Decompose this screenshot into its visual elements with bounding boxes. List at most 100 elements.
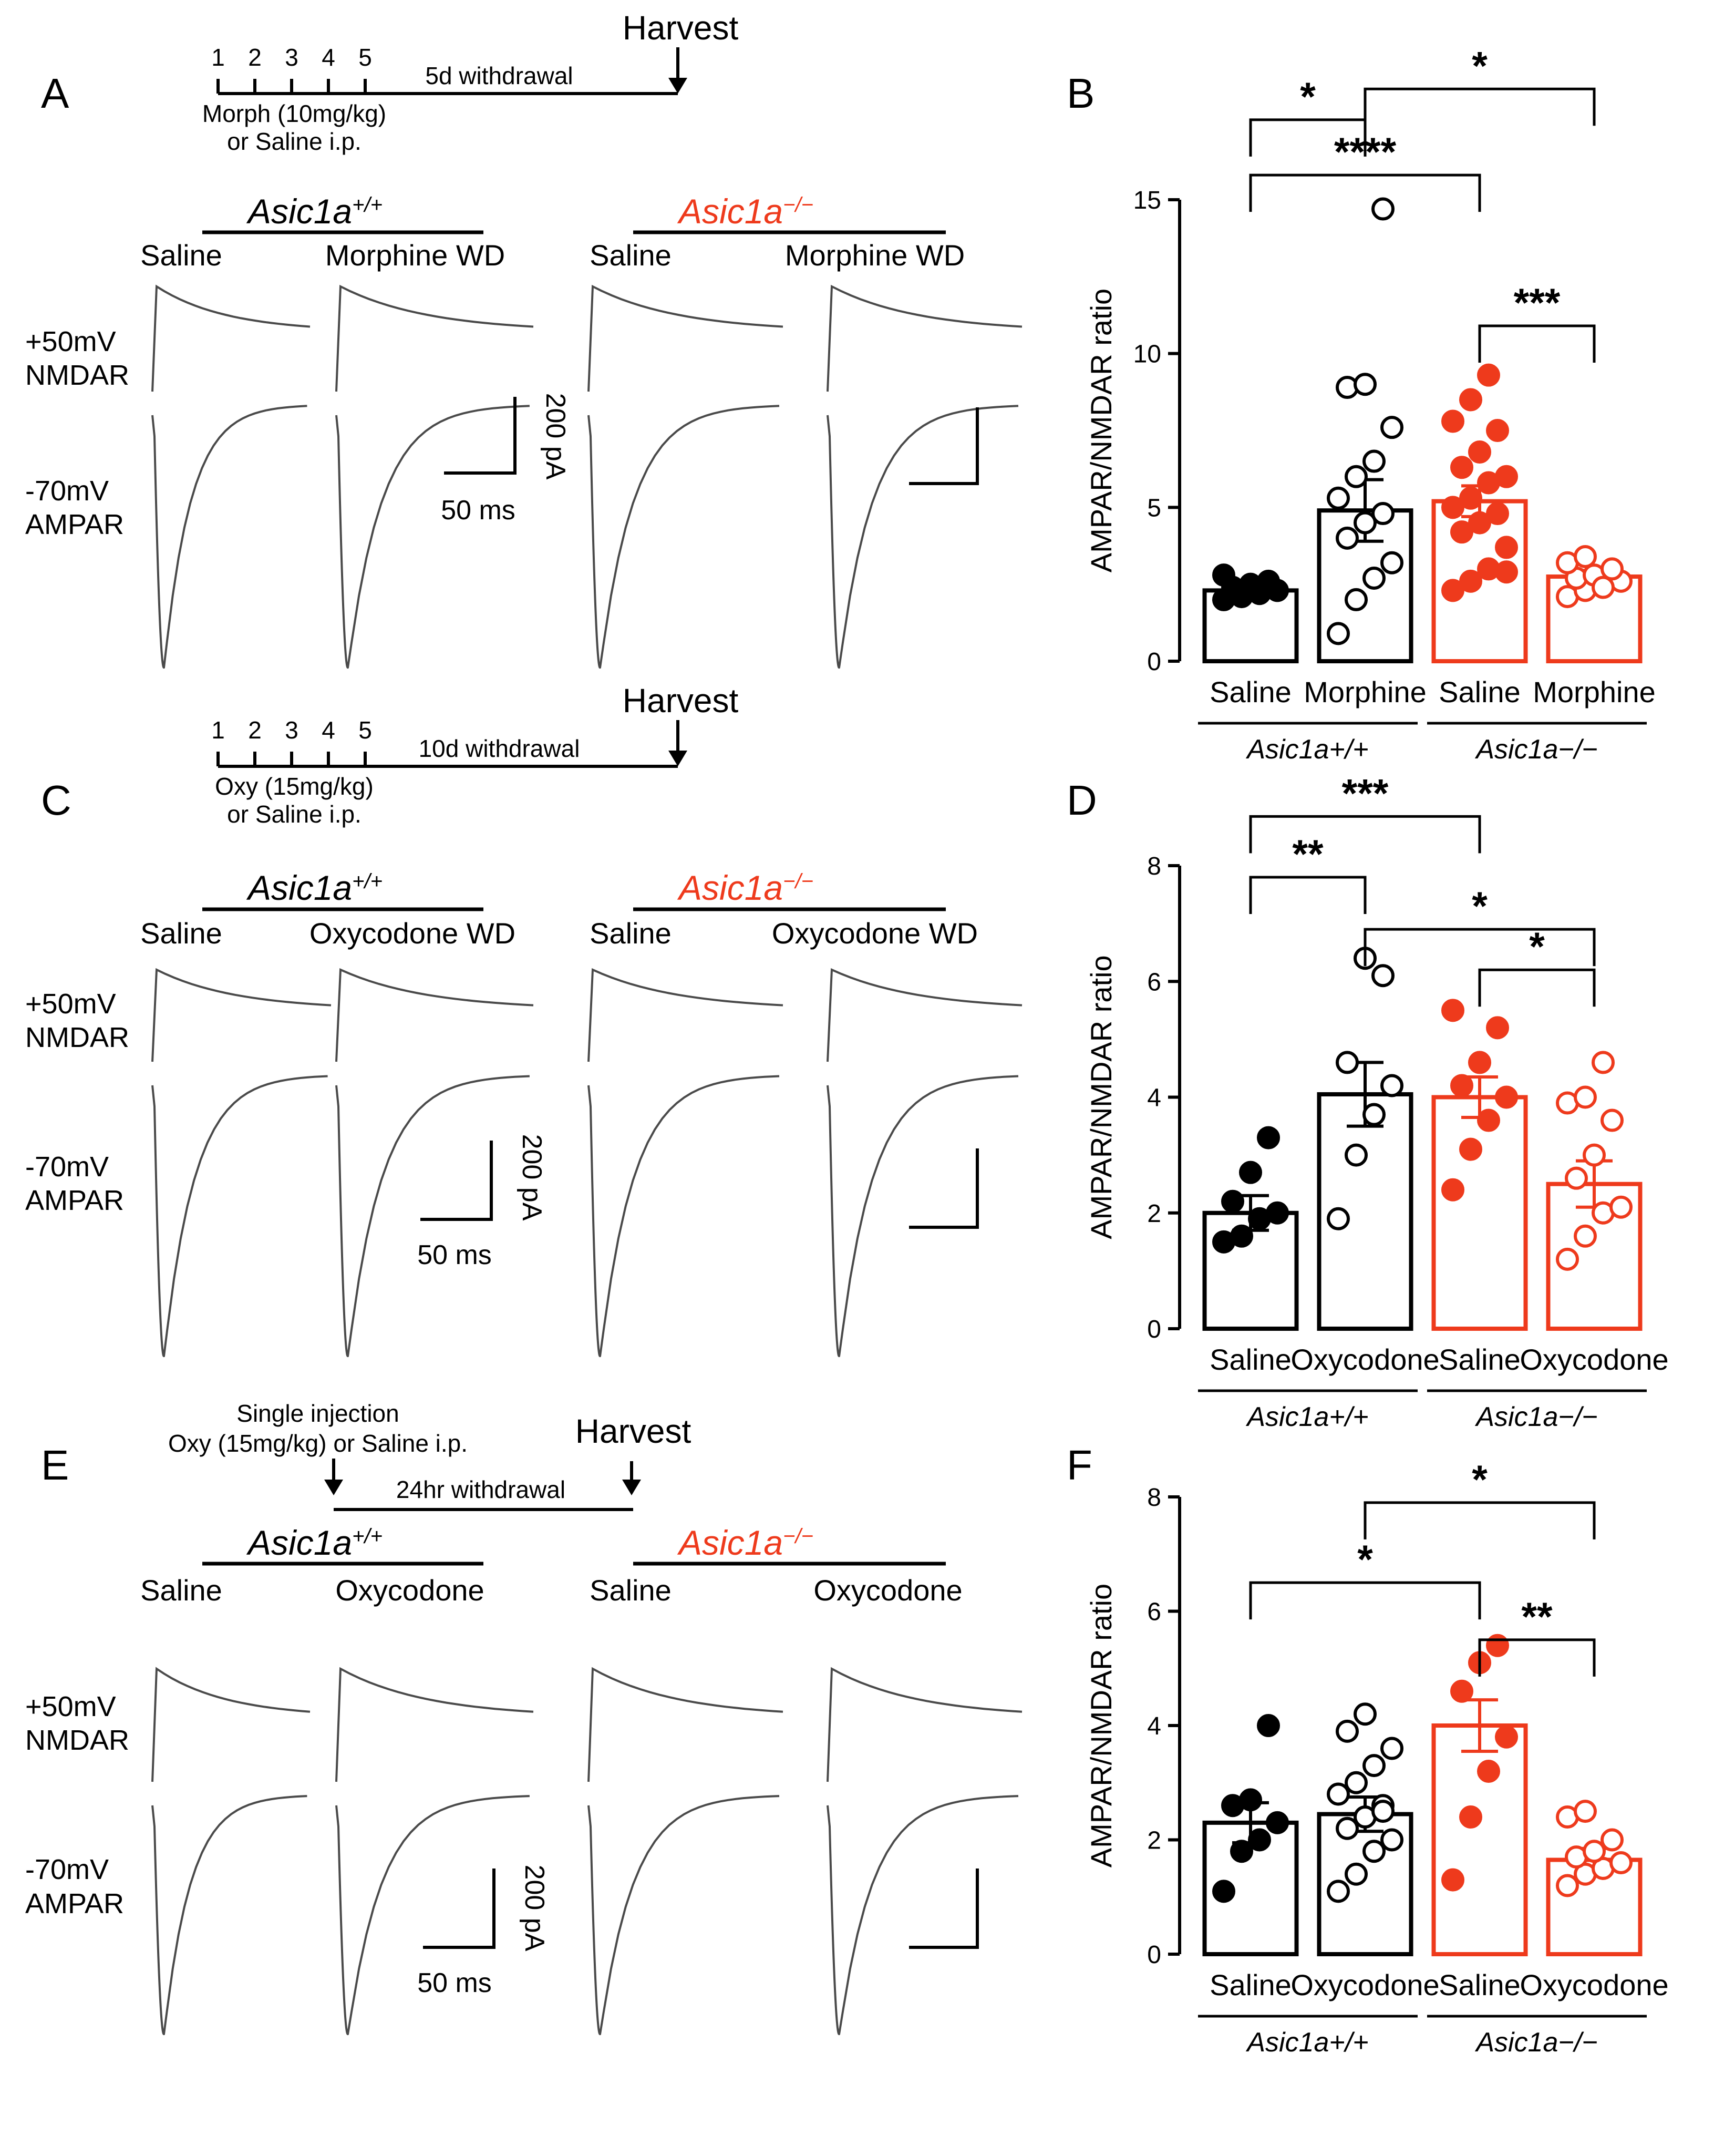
x-tick-label: Saline — [1439, 1343, 1521, 1376]
data-point — [1230, 582, 1253, 605]
condition-label: Morphine WD — [785, 239, 965, 272]
x-tick-label: Saline — [1439, 675, 1521, 709]
ampar-trace — [151, 1075, 328, 1358]
significance-bracket — [1249, 118, 1367, 157]
scale-amplitude-label: 200 pA — [517, 1134, 547, 1221]
data-point — [1257, 1126, 1280, 1149]
data-point — [1601, 557, 1624, 581]
significance-bracket — [1364, 928, 1596, 967]
scale-time-label: 50 ms — [417, 1240, 492, 1270]
data-point — [1362, 1103, 1386, 1126]
data-point — [1468, 440, 1491, 464]
voltage-label: -70mV — [25, 475, 109, 507]
panel-label: B — [1067, 70, 1095, 117]
injection-label: Oxy (15mg/kg) — [215, 773, 374, 800]
y-tick-label: 6 — [1147, 968, 1161, 996]
bar — [1431, 1095, 1528, 1331]
day-label: 2 — [248, 44, 262, 71]
data-point — [1441, 409, 1464, 433]
data-point — [1574, 1085, 1597, 1109]
data-point — [1266, 1811, 1289, 1834]
data-point — [1221, 1189, 1244, 1213]
data-point — [1583, 1840, 1606, 1863]
voltage-label: -70mV — [25, 1151, 109, 1183]
data-point — [1477, 1760, 1500, 1783]
panel-label: D — [1067, 777, 1097, 824]
data-point — [1495, 465, 1518, 488]
genotype-wt-label: Asic1a+/+ — [246, 192, 383, 231]
data-point — [1380, 1828, 1403, 1852]
voltage-label: NMDAR — [25, 1724, 129, 1756]
data-point — [1477, 1108, 1500, 1132]
nmdar-trace — [827, 968, 1023, 1062]
voltage-label: AMPAR — [25, 1888, 124, 1919]
data-point — [1327, 622, 1350, 645]
voltage-label: -70mV — [25, 1854, 109, 1885]
data-point — [1371, 197, 1395, 221]
day-label: 3 — [285, 716, 298, 744]
data-point — [1354, 511, 1377, 535]
significance-label: * — [1472, 884, 1488, 929]
group-label: Asic1a−/− — [1474, 734, 1597, 765]
y-tick-label: 2 — [1147, 1827, 1161, 1855]
significance-bracket — [1364, 87, 1596, 126]
significance-label: **** — [1334, 130, 1397, 174]
data-point — [1336, 1719, 1359, 1743]
data-point — [1380, 416, 1403, 439]
panel-c: C 1 2 3 4 5 10d withdrawal Harvest Oxy (… — [25, 682, 1023, 1358]
genotype-ko-label: Asic1a−/− — [677, 868, 813, 907]
nmdar-trace — [587, 1667, 783, 1782]
ampar-trace — [587, 1795, 780, 2036]
data-point — [1327, 1880, 1350, 1903]
data-point — [1477, 363, 1500, 387]
data-point — [1486, 502, 1509, 526]
nmdar-trace — [587, 968, 783, 1062]
y-tick-label: 0 — [1147, 1316, 1161, 1343]
nmdar-trace — [151, 968, 332, 1062]
panel-a: A 1 2 3 4 5 5d withdrawal Harvest Morph … — [25, 9, 1023, 669]
data-point — [1212, 1880, 1235, 1903]
data-point — [1345, 1143, 1368, 1167]
timeline-a — [216, 47, 687, 95]
data-point — [1345, 588, 1368, 611]
condition-label: Morphine WD — [325, 239, 505, 272]
condition-label: Oxycodone WD — [772, 917, 978, 950]
data-point — [1450, 456, 1473, 479]
data-point — [1459, 569, 1482, 593]
y-axis-title: AMPAR/NMDAR ratio — [1085, 289, 1118, 572]
condition-label: Saline — [590, 1574, 672, 1607]
ampar-trace — [827, 405, 1019, 669]
group-label: Asic1a−/− — [1474, 2027, 1597, 2058]
significance-label: * — [1529, 925, 1545, 969]
voltage-label: AMPAR — [25, 509, 124, 540]
data-point — [1450, 520, 1473, 544]
data-point — [1327, 1207, 1350, 1230]
data-point — [1371, 964, 1395, 988]
group-label: Asic1a+/+ — [1245, 734, 1368, 765]
ephys-traces — [151, 1667, 1023, 2036]
scale-amplitude-label: 200 pA — [540, 393, 571, 480]
y-tick-label: 4 — [1147, 1084, 1161, 1112]
y-tick-label: 15 — [1133, 187, 1161, 214]
significance-bracket — [1478, 324, 1596, 363]
withdrawal-label: 24hr withdrawal — [396, 1476, 565, 1503]
voltage-label: +50mV — [25, 326, 116, 357]
y-tick-label: 6 — [1147, 1598, 1161, 1626]
data-point — [1450, 1679, 1473, 1703]
significance-label: ** — [1292, 832, 1324, 877]
harvest-label: Harvest — [623, 9, 739, 47]
data-point — [1450, 1074, 1473, 1097]
data-point — [1230, 1840, 1253, 1863]
data-point — [1565, 1166, 1588, 1190]
harvest-label: Harvest — [575, 1412, 691, 1450]
significance-bracket — [1249, 876, 1367, 915]
data-point — [1592, 576, 1615, 599]
data-point — [1441, 1178, 1464, 1202]
significance-label: * — [1357, 1537, 1373, 1582]
panel-label-e: E — [41, 1442, 69, 1488]
data-point — [1239, 1161, 1262, 1184]
x-tick-label: Morphine — [1304, 675, 1426, 709]
data-point — [1380, 1737, 1403, 1760]
data-point — [1336, 1816, 1359, 1840]
data-point — [1459, 486, 1482, 510]
